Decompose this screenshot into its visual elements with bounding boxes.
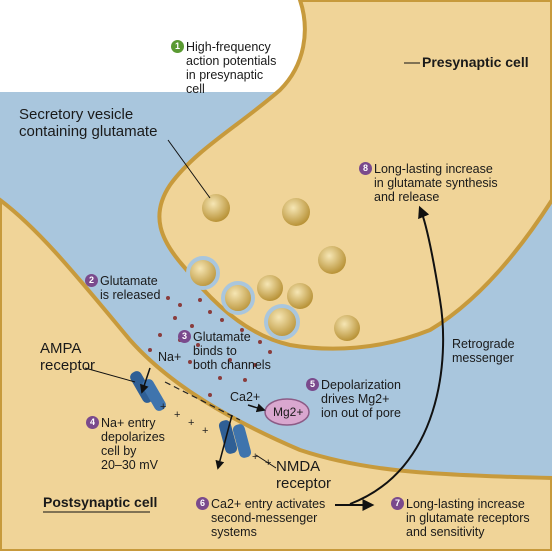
svg-text:+: +: [160, 401, 166, 413]
step-7-text: Long-lasting increase in glutamate recep…: [406, 497, 530, 539]
glutamate-molecules: [148, 296, 272, 397]
docked-vesicles: [186, 256, 300, 340]
step-6-badge: 6: [196, 497, 209, 510]
step-3-badge: 3: [178, 330, 191, 343]
vesicle: [264, 304, 300, 340]
vesicle: [221, 281, 255, 315]
svg-text:+: +: [252, 451, 258, 463]
postsynaptic-cell: [0, 197, 552, 551]
ampa-leader: [84, 367, 136, 383]
nmda-receptor: [218, 420, 252, 458]
svg-text:+: +: [174, 409, 180, 421]
step-2-badge: 2: [85, 274, 98, 287]
step-5-text: Depolarization drives Mg2+ ion out of po…: [321, 378, 401, 420]
na-ion-label: Na+: [158, 350, 182, 364]
mg-ion-label: Mg2+: [273, 405, 304, 419]
depolarization-line: [164, 381, 241, 421]
vesicle-label: Secretory vesicle containing glutamate: [19, 106, 158, 140]
ca-ion-label: Ca2+: [230, 390, 261, 404]
postsynaptic-label: Postsynaptic cell: [43, 494, 158, 510]
step-2-text: Glutamate is released: [100, 274, 161, 302]
ca-arrow: [215, 414, 233, 470]
vesicle: [202, 194, 230, 222]
vesicle: [318, 246, 346, 274]
vesicle: [257, 275, 283, 301]
retrograde-label: Retrograde messenger: [452, 337, 515, 365]
vesicle: [282, 198, 310, 226]
step-8-text: Long-lasting increase in glutamate synth…: [374, 162, 498, 204]
nmda-leader: [255, 454, 277, 469]
step-1-badge: 1: [171, 40, 184, 53]
vesicle: [287, 283, 313, 309]
step-1-text: High-frequency action potentials in pres…: [186, 40, 277, 96]
step-7-badge: 7: [391, 497, 404, 510]
step-4-text: Na+ entry depolarizes cell by 20–30 mV: [101, 416, 165, 472]
nmda-label: NMDA receptor: [276, 458, 332, 492]
vesicle: [334, 315, 360, 341]
presynaptic-label: Presynaptic cell: [422, 54, 529, 70]
step-6-text: Ca2+ entry activates second-messenger sy…: [211, 497, 326, 539]
step-5-badge: 5: [306, 378, 319, 391]
ampa-label: AMPA receptor: [40, 340, 96, 374]
retrograde-arrow: [349, 205, 445, 505]
mg-arrow: [247, 403, 266, 413]
svg-text:+: +: [202, 425, 208, 437]
vesicle: [186, 256, 220, 290]
na-arrow: [140, 367, 151, 394]
step-4-badge: 4: [86, 416, 99, 429]
svg-text:+: +: [188, 417, 194, 429]
free-vesicles: [202, 194, 360, 341]
step-3-text: Glutamate binds to both channels: [193, 330, 271, 372]
step-8-badge: 8: [359, 162, 372, 175]
vesicle-leader: [167, 139, 211, 199]
